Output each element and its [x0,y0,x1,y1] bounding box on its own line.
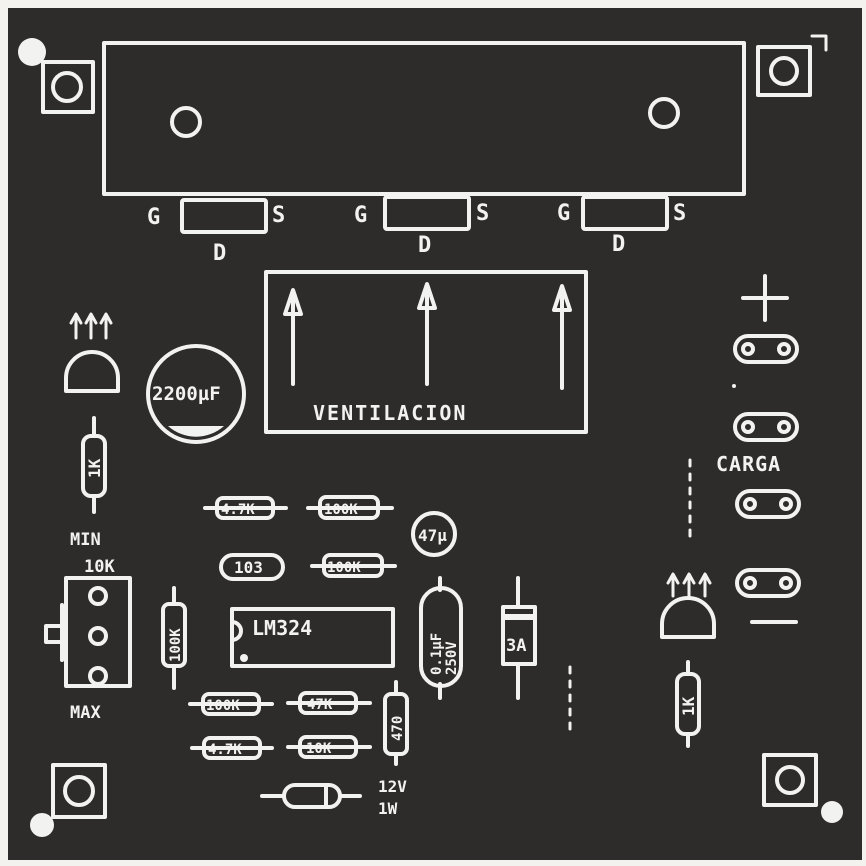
capacitor-103: 103 [219,553,285,581]
load-label: CARGA [716,452,781,476]
resistor-4k7-top-label: 4.7K [221,502,255,518]
load-pad-4 [735,568,801,598]
resistor-100k-bottom: 100K [188,692,274,716]
resistor-100k-top: 100K [306,495,394,520]
resistor-47k-label: 47K [307,697,333,713]
ventilation-label: VENTILACION [313,401,467,425]
transistor-q1-gate-label: G [147,205,160,230]
transistor-q3-gate-label: G [557,201,570,226]
resistor-1k-right-label: 1K [679,696,698,716]
capacitor-small: 47µ [411,511,457,557]
capacitor-film-value: 0.1µF [429,633,445,675]
resistor-47k: 47K [286,691,372,715]
transistor-q3-drain-label: D [612,232,625,257]
resistor-100k-vertical-label: 100K [168,628,184,662]
capacitor-103-label: 103 [234,558,263,577]
pot-value-label: 10K [84,557,115,577]
resistor-4k7-bottom: 4.7K [190,736,274,760]
led-right [660,572,716,639]
load-connector: CARGA [716,274,801,624]
capacitor-main-label: 2200µF [152,383,221,405]
capacitor-film-voltage: 250V [444,641,460,675]
zener-power-label: 1W [378,799,398,818]
ic-lm324: LM324 [230,607,395,668]
resistor-10k-label: 10K [306,741,332,757]
fuse-3a: 3A [501,576,537,700]
resistor-100k-mid: 100K [310,553,397,578]
pot-min-label: MIN [70,530,101,550]
resistor-4k7-bottom-label: 4.7K [208,742,242,758]
airflow-arrow-icon [283,288,303,386]
zener-voltage-label: 12V [378,777,407,796]
zener-diode: 12V 1W [260,777,407,818]
transistor-q3-source-label: S [673,201,686,226]
mounting-pad-bottom-right [762,753,843,823]
mounting-pad-top-left [18,38,95,114]
resistor-470-label: 470 [390,716,406,741]
transistor-q2: G S D [354,195,489,258]
plus-sign-icon [741,274,789,322]
mounting-pad-bottom-left [30,763,107,837]
resistor-10k: 10K [286,735,372,759]
transistor-q1-source-label: S [272,203,285,228]
transistor-q1: G S D [147,198,285,266]
load-pad-3 [735,489,801,519]
transistor-q2-drain-label: D [418,233,431,258]
pot-max-label: MAX [70,703,101,723]
load-pad-1 [733,334,799,364]
mounting-pad-top-right [756,34,828,97]
capacitor-small-label: 47µ [418,526,447,545]
transistor-q1-drain-label: D [213,241,226,266]
airflow-arrow-icon [417,282,437,386]
transistor-q3: G S D [557,195,686,257]
load-pad-2 [733,412,799,442]
ventilation-box: VENTILACION [264,270,588,434]
led-left [64,312,120,393]
resistor-100k-top-label: 100K [324,502,358,518]
resistor-1k-left-label: 1K [85,458,104,478]
capacitor-film: 0.1µF 250V [419,576,463,700]
fuse-label: 3A [506,636,526,656]
transistor-q2-gate-label: G [354,203,367,228]
potentiometer: MIN 10K MAX [44,530,132,723]
airflow-arrow-icon [552,284,572,390]
resistor-100k-vertical: 100K [161,586,187,690]
ic-lm324-label: LM324 [252,616,312,640]
resistor-1k-right: 1K [675,660,701,748]
resistor-100k-bottom-label: 100K [206,698,240,714]
resistor-470: 470 [383,680,409,766]
capacitor-main: 2200µF [146,344,246,444]
resistor-4k7-top: 4.7K [203,496,288,520]
resistor-1k-left: 1K [81,416,107,514]
resistor-100k-mid-label: 100K [327,560,361,576]
transistor-q2-source-label: S [476,201,489,226]
heatsink-outline [102,41,746,196]
